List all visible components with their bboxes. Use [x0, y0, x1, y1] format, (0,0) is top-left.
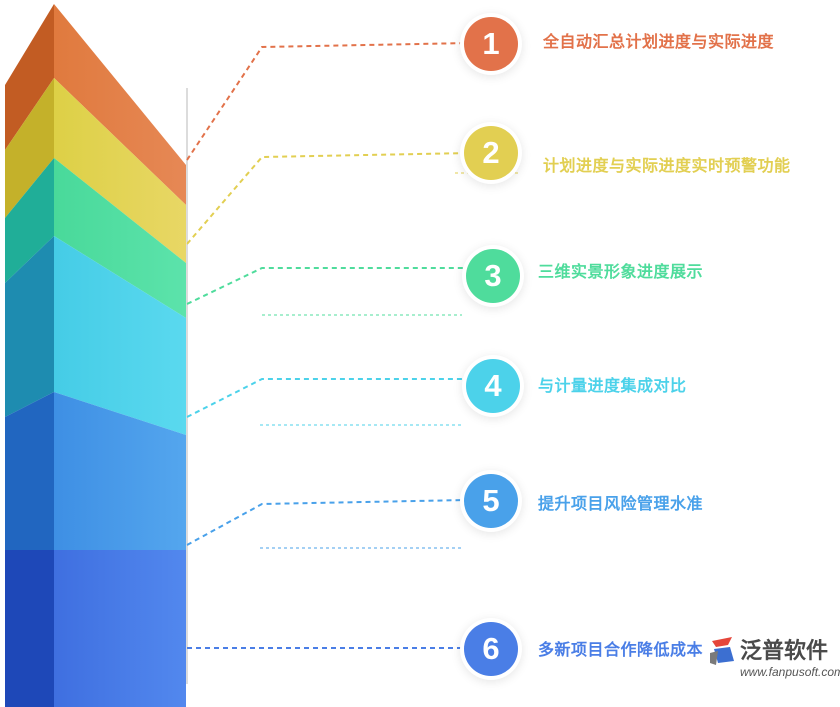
pillar-segment-4 [54, 236, 186, 435]
pillar-segment-2-side [5, 78, 54, 218]
brand-logo: 泛普软件 www.fanpusoft.com [708, 631, 840, 697]
logo-name: 泛普软件 [740, 639, 829, 664]
pillar-left-side [5, 4, 54, 707]
badge-5-number: 5 [482, 483, 500, 518]
item-2-label: 计划进度与实际进度实时预警功能 [543, 156, 791, 175]
badge-2: 2 [464, 126, 518, 180]
logo-mark-icon [710, 637, 734, 665]
pillar-front [54, 4, 186, 707]
item-5-label: 提升项目风险管理水准 [538, 494, 704, 513]
item-1-label: 全自动汇总计划进度与实际进度 [543, 32, 775, 51]
pillar-segment-4-side [5, 236, 54, 417]
connectors [186, 42, 471, 649]
badge-5: 5 [464, 474, 518, 528]
item-6-label: 多新项目合作降低成本 [538, 640, 704, 659]
pillar-segment-3-side [5, 158, 54, 283]
pillar-segment-2 [54, 78, 186, 263]
badge-6: 6 [464, 622, 518, 676]
item-4-label: 与计量进度集成对比 [538, 376, 687, 395]
badge-1-number: 1 [482, 26, 500, 61]
badge-3: 3 [466, 249, 520, 303]
pillar-segment-6-side [5, 550, 54, 707]
item-3-label: 三维实景形象进度展示 [538, 262, 704, 281]
connector-2 [186, 152, 471, 245]
pillar-segment-3 [54, 158, 186, 318]
logo-url: www.fanpusoft.com [740, 665, 840, 679]
pillar-segment-1-side [5, 4, 54, 150]
badge-6-number: 6 [482, 631, 500, 666]
connector-4 [186, 378, 468, 418]
pillar-segment-5 [54, 392, 186, 550]
connector-3 [186, 267, 468, 305]
badge-2-number: 2 [482, 135, 500, 170]
pillar-segment-5-side [5, 392, 54, 550]
badge-1: 1 [464, 17, 518, 71]
pillar-segment-6 [54, 550, 186, 707]
badge-3-number: 3 [484, 258, 502, 293]
connector-5 [186, 499, 468, 546]
badge-4: 4 [466, 359, 520, 413]
connector-1 [186, 42, 471, 161]
badge-4-number: 4 [484, 368, 502, 403]
pillar-segment-1 [54, 4, 186, 205]
